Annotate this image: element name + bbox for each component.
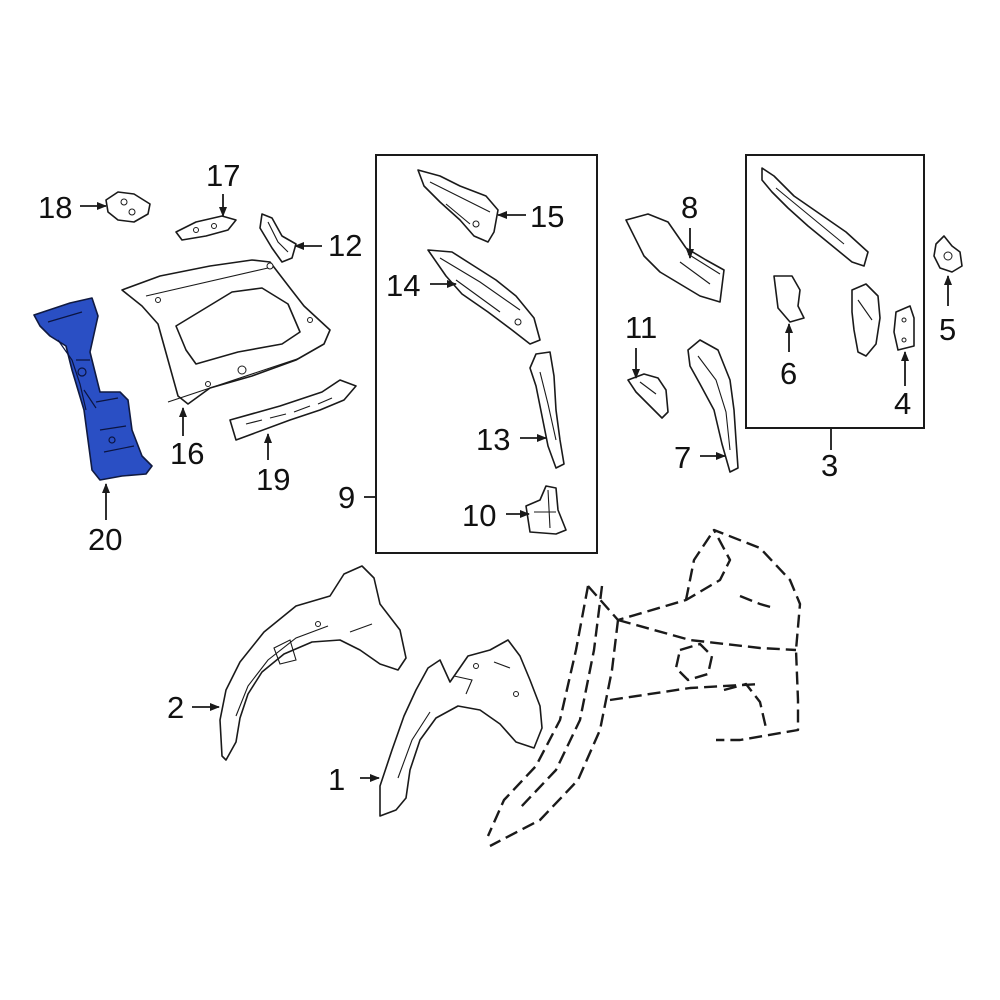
part-11[interactable] bbox=[627, 373, 669, 419]
part-4[interactable] bbox=[893, 305, 915, 351]
callout-14: 14 bbox=[386, 268, 420, 303]
part-2[interactable] bbox=[219, 565, 407, 761]
callout-16: 16 bbox=[170, 436, 204, 471]
callout-3: 3 bbox=[821, 448, 838, 483]
part-7[interactable] bbox=[687, 339, 739, 473]
callout-11: 11 bbox=[625, 310, 657, 345]
body-outline-dashed bbox=[486, 528, 802, 848]
part-8[interactable] bbox=[625, 213, 725, 303]
callout-1: 1 bbox=[328, 762, 345, 797]
part-14[interactable] bbox=[427, 249, 541, 345]
callout-10: 10 bbox=[462, 498, 496, 533]
callout-4: 4 bbox=[894, 386, 911, 421]
callout-17: 17 bbox=[206, 158, 240, 193]
part-1[interactable] bbox=[379, 639, 543, 817]
callout-7: 7 bbox=[674, 440, 691, 475]
leader-lines bbox=[80, 194, 952, 782]
part-10[interactable] bbox=[525, 485, 567, 535]
part-13[interactable] bbox=[529, 351, 565, 469]
part-18[interactable] bbox=[105, 191, 151, 223]
callout-5: 5 bbox=[939, 312, 956, 347]
group-box-9 bbox=[375, 154, 598, 554]
part-16[interactable] bbox=[121, 259, 331, 405]
callout-2: 2 bbox=[167, 690, 184, 725]
callout-labels: 1 2 3 4 5 6 7 8 9 10 11 12 13 14 15 16 1… bbox=[38, 158, 956, 797]
callout-9: 9 bbox=[338, 480, 355, 515]
callout-6: 6 bbox=[780, 356, 797, 391]
part-3-bracket[interactable] bbox=[851, 283, 881, 357]
callout-19: 19 bbox=[256, 462, 290, 497]
part-19[interactable] bbox=[229, 379, 357, 441]
group-box-3 bbox=[745, 154, 925, 429]
callout-12: 12 bbox=[328, 228, 362, 263]
callout-15: 15 bbox=[530, 199, 564, 234]
part-5[interactable] bbox=[933, 235, 963, 273]
callout-18: 18 bbox=[38, 190, 72, 225]
part-3-reinforcement[interactable] bbox=[761, 167, 869, 267]
callout-13: 13 bbox=[476, 422, 510, 457]
part-20-highlighted[interactable] bbox=[33, 297, 153, 481]
part-17[interactable] bbox=[175, 215, 237, 241]
part-12[interactable] bbox=[259, 213, 297, 263]
part-6[interactable] bbox=[773, 275, 805, 323]
callout-20: 20 bbox=[88, 522, 122, 557]
callout-8: 8 bbox=[681, 190, 698, 225]
part-15[interactable] bbox=[417, 169, 499, 243]
